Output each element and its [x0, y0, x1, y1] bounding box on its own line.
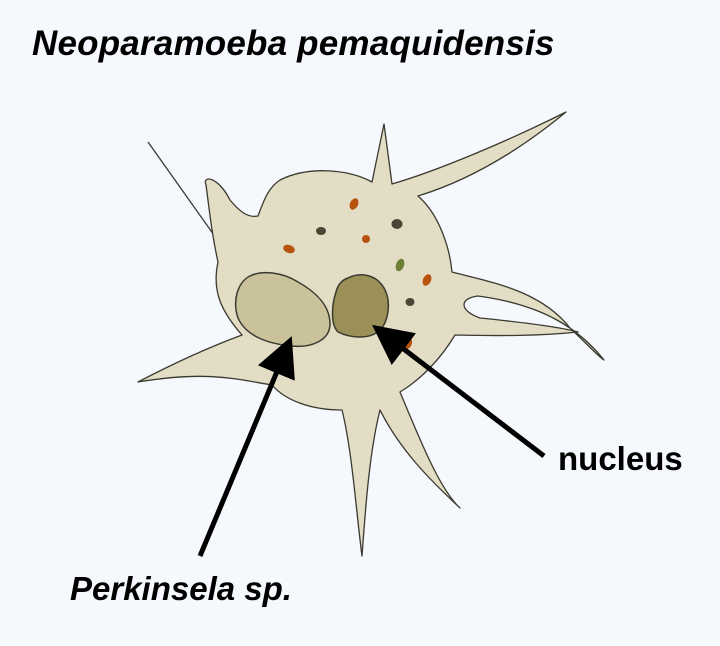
perkinsela-label: Perkinsela sp. — [70, 570, 292, 607]
granule — [395, 258, 405, 272]
nucleus-label: nucleus — [558, 440, 683, 477]
perkinsela-arrow — [197, 336, 295, 557]
granule — [283, 244, 295, 254]
granule — [405, 298, 415, 306]
nucleus-arrow — [372, 324, 546, 458]
diagram-title: Neoparamoeba pemaquidensis — [32, 24, 555, 63]
granule — [316, 227, 326, 235]
granule — [422, 274, 432, 286]
granule — [362, 235, 370, 243]
perkinsela-body — [234, 271, 331, 348]
granule — [391, 219, 403, 229]
nucleus-organelle — [331, 274, 390, 338]
granule — [349, 198, 359, 210]
